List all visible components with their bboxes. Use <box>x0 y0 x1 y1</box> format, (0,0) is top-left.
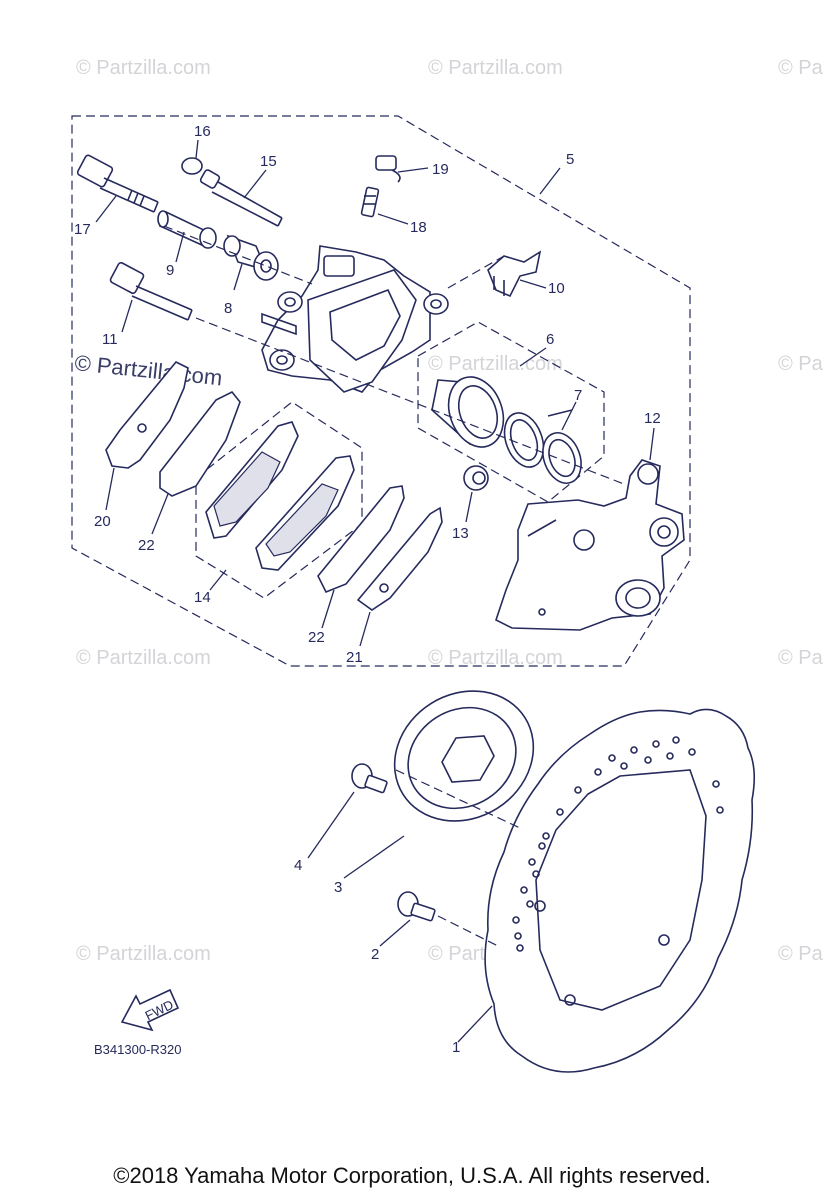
callout-6: 6 <box>546 331 554 348</box>
leader-lines <box>95 139 655 1043</box>
screw-2 <box>397 891 436 922</box>
cap-13 <box>463 465 489 491</box>
watermark-prominent: © Partzilla.com <box>73 350 223 390</box>
sensor-rotor-3 <box>393 690 535 822</box>
callout-5: 5 <box>566 151 574 168</box>
callout-18: 18 <box>410 219 427 236</box>
diagram-code: B341300-R320 <box>94 1042 181 1057</box>
cap-16 <box>181 157 203 175</box>
sleeve-9 <box>157 210 217 249</box>
callout-20: 20 <box>94 513 111 530</box>
watermark: © Partzilla.com <box>428 647 563 669</box>
shim-22-lower <box>317 485 405 594</box>
caliper-assembly-outline <box>71 115 691 667</box>
bleeder-cap-19 <box>375 155 401 183</box>
pad-spring-10 <box>487 250 542 298</box>
callout-4: 4 <box>294 857 302 874</box>
callout-16: 16 <box>194 123 211 140</box>
fwd-arrow: FWD <box>120 988 180 1032</box>
callout-2: 2 <box>371 946 379 963</box>
seals-7 <box>503 409 582 484</box>
copyright-notice: ©2018 Yamaha Motor Corporation, U.S.A. A… <box>113 1163 711 1188</box>
callout-22-lower: 22 <box>308 629 325 646</box>
watermark: © Partzilla.com <box>76 57 211 79</box>
callout-17: 17 <box>74 221 91 238</box>
callout-21: 21 <box>346 649 363 666</box>
callout-10: 10 <box>548 280 565 297</box>
callout-13: 13 <box>452 525 469 542</box>
bolt-11 <box>109 261 193 321</box>
alignment-lines <box>163 225 625 947</box>
callout-1: 1 <box>452 1039 460 1056</box>
watermark: © Partzilla.com <box>428 353 563 375</box>
shim-22-upper <box>159 390 241 497</box>
callout-3: 3 <box>334 879 342 896</box>
pin-15 <box>199 169 283 227</box>
pads-14 <box>205 421 355 571</box>
bolt-17 <box>76 154 159 213</box>
boot-8 <box>223 234 279 281</box>
watermark: © Partzilla.com <box>778 353 824 375</box>
watermark: © Partzilla.com <box>778 57 824 79</box>
caliper-body <box>261 245 449 393</box>
callout-12: 12 <box>644 410 661 427</box>
callout-8: 8 <box>224 300 232 317</box>
watermark: © Partzilla.com <box>428 57 563 79</box>
screw-4 <box>351 763 388 794</box>
piston-6 <box>431 376 505 448</box>
callouts: 1 2 3 4 5 6 7 8 9 10 11 12 13 14 15 16 1… <box>74 123 661 1056</box>
shim-21 <box>356 506 443 611</box>
brake-disc-1 <box>484 708 756 1073</box>
watermark: © Partzilla.com <box>778 943 824 965</box>
callout-22-upper: 22 <box>138 537 155 554</box>
callout-11: 11 <box>102 331 118 348</box>
callout-19: 19 <box>432 161 449 178</box>
bleeder-screw-18 <box>360 186 380 218</box>
callout-14: 14 <box>194 589 211 606</box>
watermark: © Partzilla.com <box>76 647 211 669</box>
bracket-12 <box>495 459 685 631</box>
watermark: © Partzilla.com <box>76 943 211 965</box>
watermark: © Partzilla.com <box>778 647 824 669</box>
shim-20 <box>105 360 189 469</box>
callout-7: 7 <box>574 387 582 404</box>
callout-15: 15 <box>260 153 277 170</box>
callout-9: 9 <box>166 262 174 279</box>
